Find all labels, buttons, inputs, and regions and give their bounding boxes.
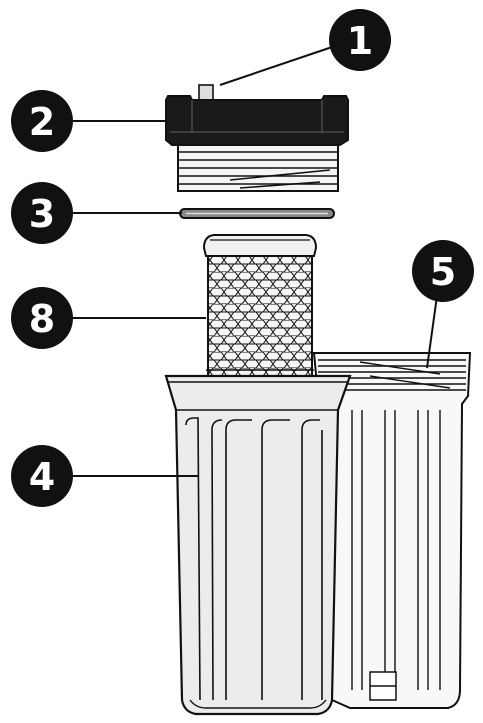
filter-cartridge — [204, 235, 316, 376]
svg-text:8: 8 — [29, 297, 55, 341]
svg-text:1: 1 — [347, 19, 373, 63]
svg-text:2: 2 — [29, 100, 55, 144]
filter-cap — [166, 85, 348, 191]
callout-3: 3 — [11, 182, 73, 244]
svg-text:3: 3 — [29, 192, 55, 236]
callout-1: 1 — [329, 9, 391, 71]
callout-4: 4 — [11, 445, 73, 507]
o-ring — [180, 209, 334, 218]
svg-text:5: 5 — [430, 250, 456, 294]
callout-8: 8 — [11, 287, 73, 349]
callout-5: 5 — [412, 240, 474, 302]
front-housing — [166, 376, 350, 714]
callout-2: 2 — [11, 90, 73, 152]
leader-line-1 — [220, 45, 338, 85]
svg-text:4: 4 — [29, 455, 55, 499]
